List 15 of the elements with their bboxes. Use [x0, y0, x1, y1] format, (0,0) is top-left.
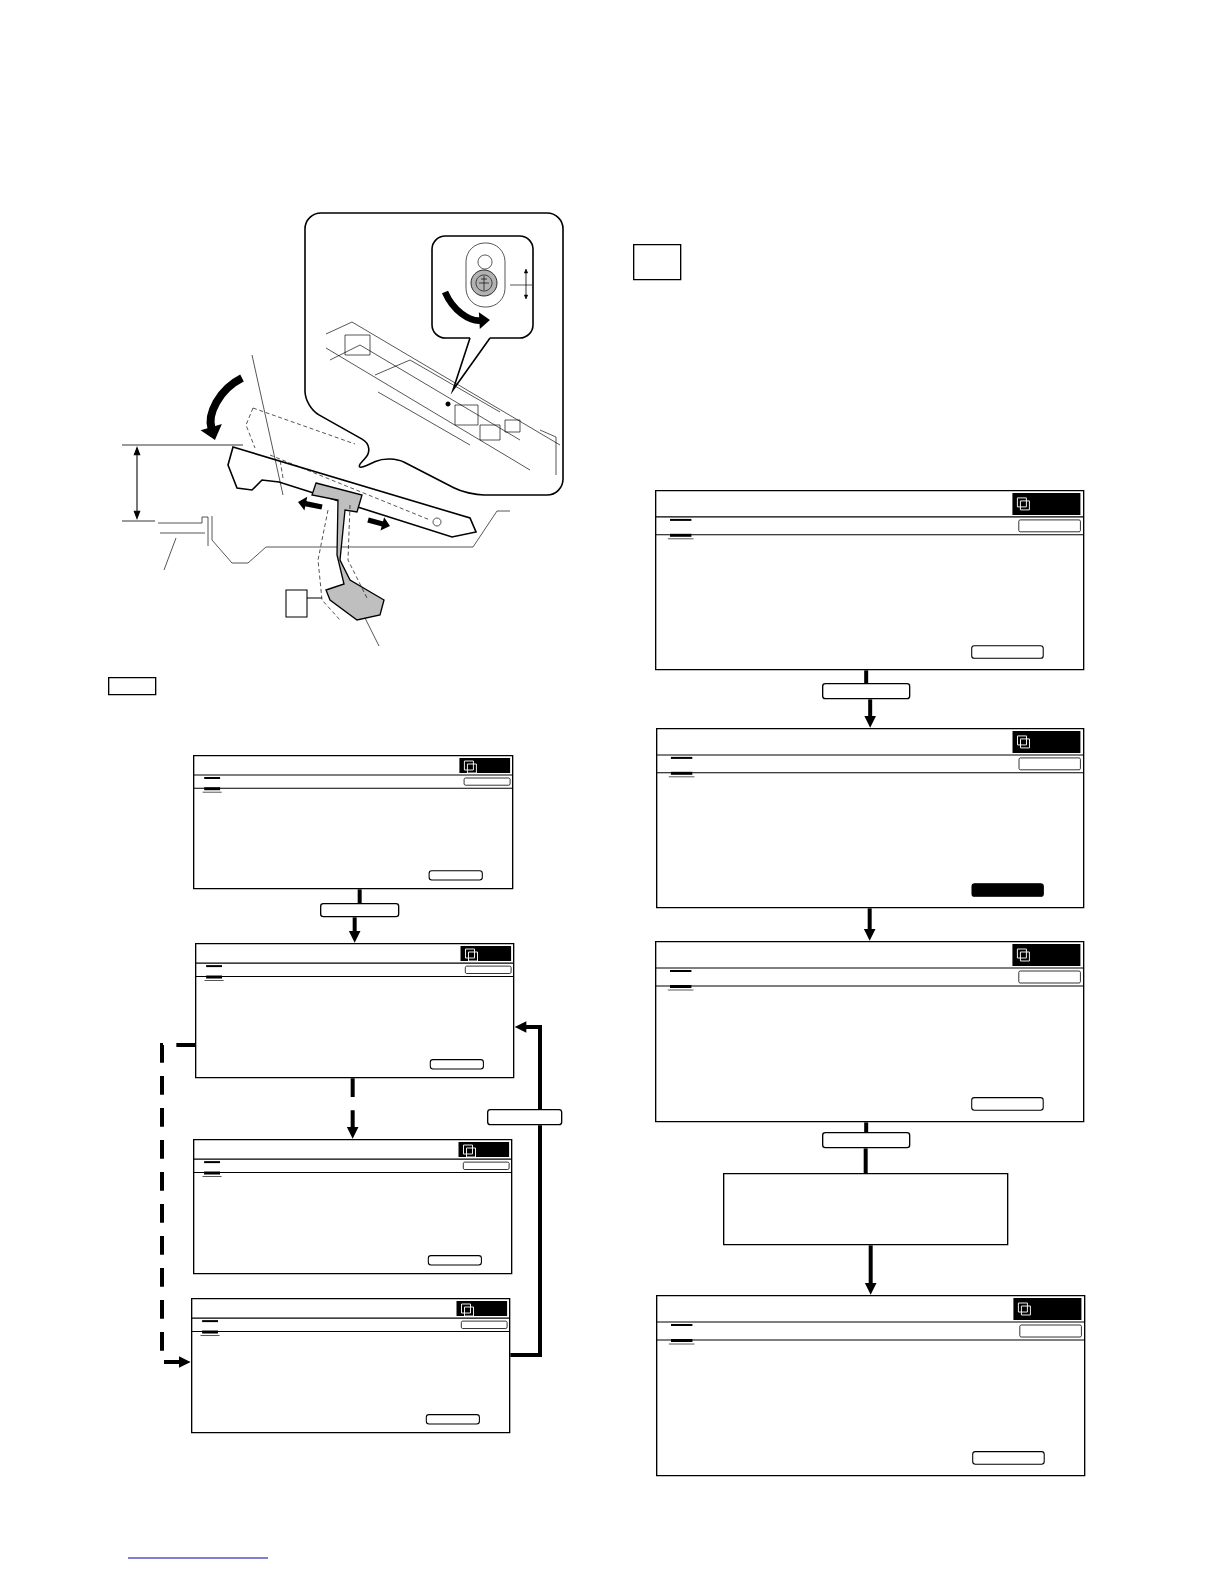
screen-box: [193, 755, 514, 890]
label-box: [633, 244, 682, 281]
message-box: [723, 1173, 1009, 1246]
screen-box: [656, 728, 1085, 909]
screen-box: [195, 943, 515, 1079]
screen-box: [655, 941, 1085, 1123]
screen-box: [656, 1295, 1086, 1477]
screen-box: [193, 1139, 513, 1275]
button: [822, 683, 911, 700]
button: [487, 1109, 563, 1126]
button: [320, 903, 400, 918]
screen-box: [655, 490, 1085, 671]
label-box: [108, 677, 157, 696]
screen-box: [191, 1298, 511, 1434]
button: [822, 1132, 911, 1149]
